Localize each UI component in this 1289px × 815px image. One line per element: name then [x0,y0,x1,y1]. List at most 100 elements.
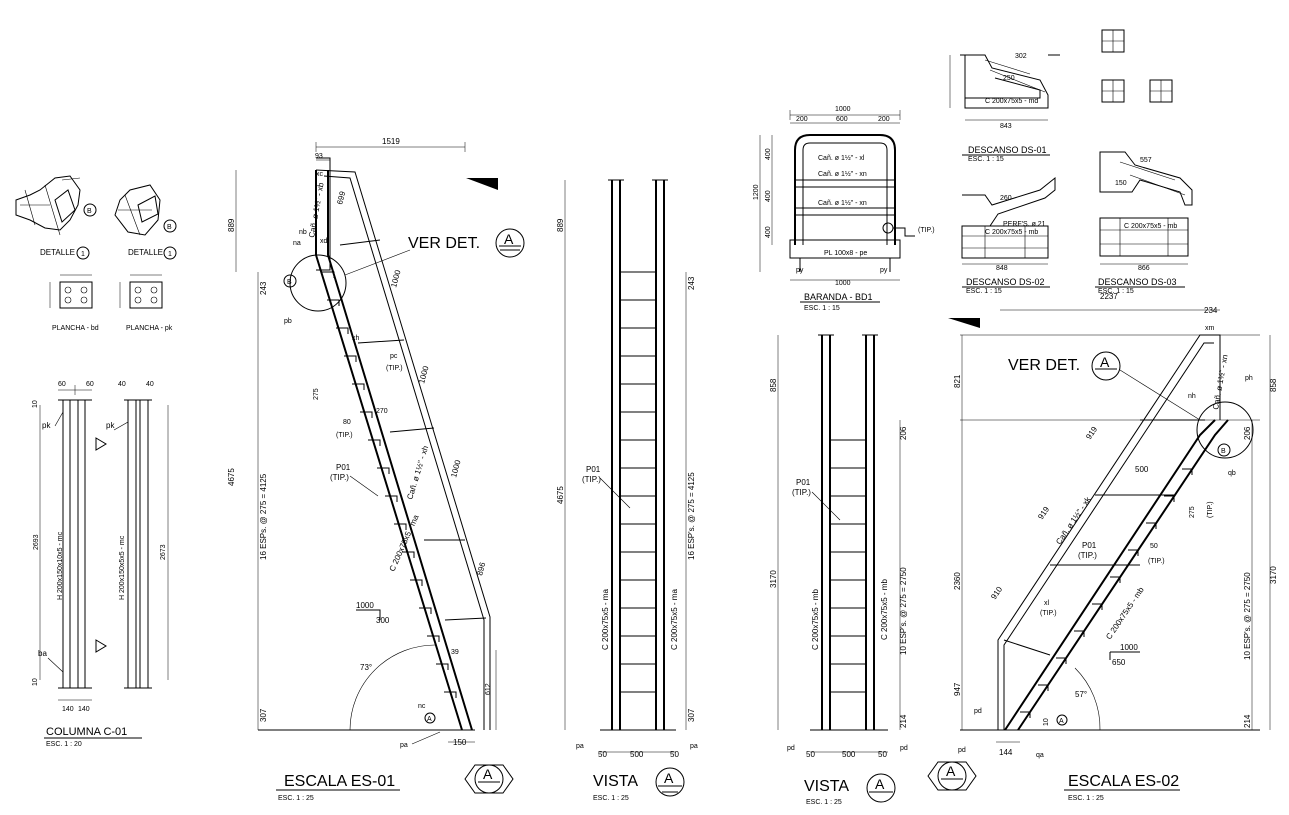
detail-1b-title: DETALLE [128,248,163,257]
es02-angle: 57° [1075,690,1087,699]
baranda-tip: (TIP.) [918,227,935,234]
es01-p01: P01 [336,463,351,472]
es01-slope-den: 300 [376,616,390,625]
vista1-pa-r: pa [690,743,698,750]
es02-ver-det: VER DET. [1008,357,1080,374]
es01-steps: 16 ESPs. @ 275 = 4125 [259,473,268,560]
es01-tube: Cañ. ø 1½" - xh [405,445,430,501]
es02-lbl-qb: qb [1228,470,1236,477]
es01-p01-tip: (TIP.) [330,473,349,482]
es01-dim-243: 243 [259,281,268,295]
detail-1-b: B DETALLE 1 [114,184,177,260]
detail-1b-num: 1 [168,251,172,258]
es02-seg-910: 910 [989,585,1004,602]
col-dim-2693: 2693 [33,534,40,550]
detail-1a-title: DETALLE [40,248,75,257]
es02-slope-num: 1000 [1120,643,1138,652]
es02-B: B [1221,448,1226,455]
es01-pc-tip: (TIP.) [386,365,403,372]
vista1-dim-50a: 50 [598,750,607,759]
descanso-ds03: 557 150 C 200x75x5 - mb 866 DESCANSO DS-… [1095,151,1193,295]
es02-lbl-pd-b: pd [958,747,966,754]
baranda-tube-b: Cañ. ø 1½" - xn [818,170,867,178]
vista2-dim-50b: 50 [878,750,887,759]
es01-lbl-xc: xc [316,171,324,178]
vista1-title: VISTA [593,773,638,790]
es01-pc: pc [390,353,398,360]
vista2-channel-r: C 200x75x5 - mb [880,579,889,640]
es02-dim-275: 275 [1189,506,1196,518]
es02-dim-206: 206 [1243,426,1252,440]
vista1-dim-889: 889 [556,218,565,232]
vista2-pd-r: pd [900,745,908,752]
es01-detail-circle [289,254,347,312]
baranda-dim-400b: 400 [765,190,772,202]
col-dim-140b: 140 [78,706,90,713]
es02-detail-circle [1196,401,1254,459]
es02-seg-500: 500 [1135,465,1149,474]
es02-xl-tip: (TIP.) [1040,610,1057,617]
es02-dim-821: 821 [953,374,962,388]
es02-50-tip: (TIP.) [1148,558,1165,565]
ds03-channel: C 200x75x5 - mb [1124,223,1177,230]
plancha-bd-title: PLANCHA - bd [52,325,99,332]
vista2-A: A [875,776,885,792]
columna-c01: 60 60 2693 10 10 H 200x150x10x5 - mc 140… [32,381,169,748]
vista2-dim-3170: 3170 [769,570,778,588]
baranda-dim-top: 1000 [835,106,851,113]
es02-dim-2237: 2237 [1100,292,1118,301]
es02-p01: P01 [1082,541,1097,550]
section-flag-2 [948,318,980,328]
ds01-scale: ESC. 1 : 15 [968,156,1004,163]
es02-channel: C 200x75x5 - mb [1104,585,1146,641]
es02-lbl-xm: xm [1205,325,1215,332]
ds02-title: DESCANSO DS-02 [966,277,1045,287]
escala-es02: B VER DET. A 2237 234 821 2360 947 858 3… [927,292,1278,802]
vista2-dim-214: 214 [899,714,908,728]
vista2-title: VISTA [804,778,849,795]
vista-2: 858 3170 206 10 ESP's. @ 275 = 2750 214 … [769,334,908,806]
detail-1b-B: B [167,224,172,231]
es01-ver-det: VER DET. [408,235,480,252]
es02-section-A: A [946,763,956,779]
col-profile-a: H 200x150x10x5 - mc [57,531,64,600]
es01-ver-det-A: A [504,231,514,247]
ds01-text-302: 302 [1015,53,1027,60]
es02-dim-234: 234 [1204,306,1218,315]
col-pk-1: pk [42,421,51,430]
es02-275-tip: (TIP.) [1207,501,1214,518]
es02-p01-tip: (TIP.) [1078,551,1097,560]
es01-dim-612: 612 [485,683,492,695]
es02-dim-947: 947 [953,682,962,696]
columna-scale: ESC. 1 : 20 [46,741,82,748]
col-profile-b: H 200x150x5x5 - mc [119,535,126,600]
vista2-steps: 10 ESP's. @ 275 = 2750 [899,567,908,655]
descanso-ds02: PERF'S. ø 21 260 C 200x75x5 - mb 848 DES… [961,176,1056,295]
baranda-tube-a: Cañ. ø 1½" - xl [818,154,865,162]
ds01-channel: C 200x75x5 - md [985,98,1038,105]
plancha-bd: PLANCHA - bd [49,274,99,332]
col-dim-40a: 40 [118,381,126,388]
vista2-dim-50a: 50 [806,750,815,759]
vista1-dim-500: 500 [630,750,644,759]
vista2-channel-l: C 200x75x5 - mb [811,589,820,650]
es01-lbl-pb: pb [284,318,292,325]
vista1-p01-tip: (TIP.) [582,475,601,484]
vista1-channel-r: C 200x75x5 - ma [670,589,679,650]
es02-scale: ESC. 1 : 25 [1068,795,1104,802]
es01-lbl-pa: pa [400,742,408,749]
es02-steps: 10 ESP's. @ 275 = 2750 [1243,572,1252,660]
baranda-title: BARANDA - BD1 [804,292,873,302]
es02-lbl-pd: pd [974,708,982,715]
baranda-dim-200a: 200 [796,116,808,123]
es01-lbl-xh: xh [352,335,360,342]
es01-title: ESCALA ES-01 [284,773,395,790]
vista1-steps: 16 ESP's. @ 275 = 4125 [687,472,696,560]
es02-slope-den: 650 [1112,658,1126,667]
ds03-title: DESCANSO DS-03 [1098,277,1177,287]
es01-dim-top: 1519 [382,137,400,146]
vista2-dim-500: 500 [842,750,856,759]
es02-lbl-ph: ph [1245,375,1253,382]
es02-dim-144: 144 [999,748,1013,757]
